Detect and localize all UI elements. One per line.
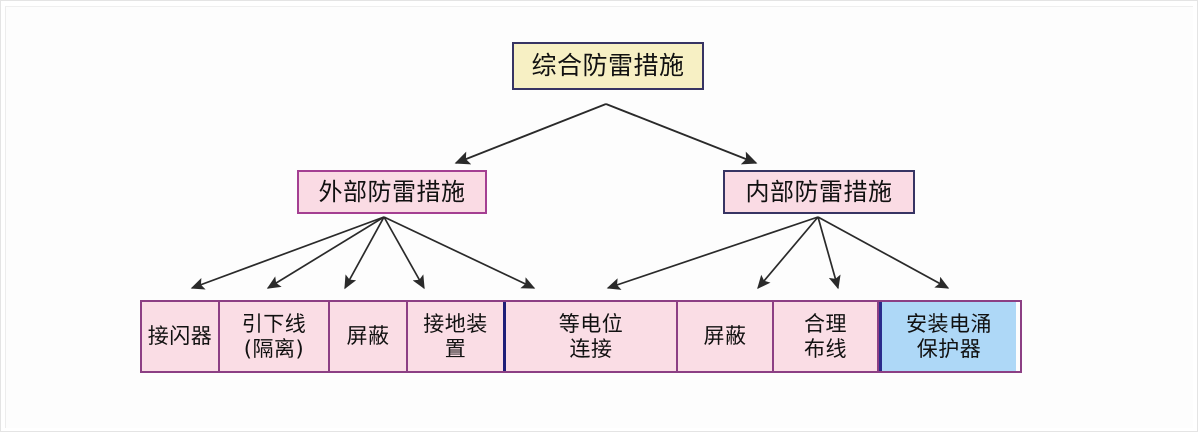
- edge-external-to-shielding-ext: [344, 216, 385, 290]
- leaf-equipotential-bonding[interactable]: 等电位 连接: [506, 302, 678, 371]
- edge-external-to-equipotential: [383, 216, 536, 289]
- leaf-earthing-device[interactable]: 接地装 置: [408, 302, 506, 371]
- node-root-comprehensive-lightning-protection[interactable]: 综合防雷措施: [512, 42, 704, 90]
- edge-root-to-external: [454, 103, 607, 165]
- edge-root-to-internal: [605, 103, 758, 165]
- leaf-node-row: 接闪器 引下线 (隔离) 屏蔽 接地装 置 等电位 连接 屏蔽 合理 布线 安装…: [140, 300, 1022, 373]
- leaf-cable-routing[interactable]: 合理 布线: [774, 302, 879, 371]
- leaf-shielding-external[interactable]: 屏蔽: [330, 302, 408, 371]
- edge-external-to-down-conductor: [266, 216, 385, 289]
- leaf-down-conductor[interactable]: 引下线 (隔离): [220, 302, 330, 371]
- edge-external-to-earthing-device: [383, 216, 425, 290]
- node-external-lightning-protection[interactable]: 外部防雷措施: [297, 170, 487, 214]
- node-internal-lightning-protection[interactable]: 内部防雷措施: [723, 170, 915, 214]
- edge-external-to-air-termination: [190, 216, 385, 290]
- leaf-surge-protective-device[interactable]: 安装电涌 保护器: [879, 302, 1016, 371]
- edge-internal-to-spd-install: [817, 216, 950, 289]
- edge-internal-to-shielding-ext: [606, 216, 819, 290]
- edge-internal-to-shielding-int: [757, 216, 819, 290]
- leaf-air-termination[interactable]: 接闪器: [142, 302, 220, 371]
- edge-internal-to-cable-routing: [817, 216, 841, 290]
- leaf-shielding-internal[interactable]: 屏蔽: [678, 302, 774, 371]
